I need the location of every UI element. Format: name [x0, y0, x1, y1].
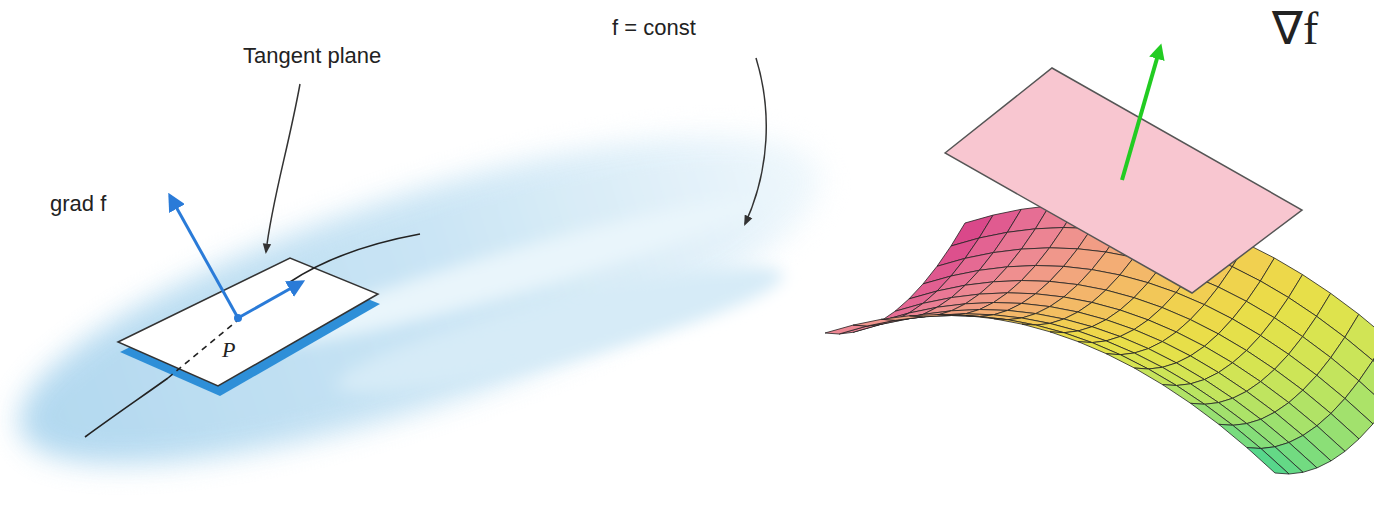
gradient-arrow: [1122, 48, 1160, 180]
plane-face: [118, 258, 378, 386]
mesh-cell: [1163, 385, 1205, 405]
tangent-plane: [118, 258, 380, 396]
leader-line: [266, 84, 300, 252]
callout-label: Tangent plane: [243, 44, 381, 68]
level-surface: [0, 70, 852, 529]
surface-mesh: [825, 205, 1374, 474]
vector-label: grad f: [50, 192, 106, 216]
vector-label: ∇f: [1272, 4, 1318, 55]
mesh-cell: [1022, 324, 1064, 333]
mesh-cell: [825, 325, 867, 334]
curve-on-surface: [85, 234, 420, 437]
gradient-arrow: [170, 196, 238, 318]
mesh-cell: [1191, 403, 1233, 425]
leader-line: [745, 58, 766, 224]
mesh-cell: [1050, 332, 1092, 343]
surface-label: f = const: [612, 16, 696, 40]
point-label: P: [222, 338, 235, 362]
mesh-cell: [853, 319, 895, 326]
mesh-cell: [1134, 368, 1176, 386]
mesh-cell: [1078, 342, 1120, 355]
tangent-arrow: [238, 282, 302, 318]
mesh-cell: [1247, 448, 1289, 474]
mesh-cell: [994, 319, 1036, 325]
mesh-cell: [1106, 354, 1148, 369]
point-dot: [234, 314, 242, 322]
tangent-plane: [945, 68, 1302, 293]
mesh-cell: [1219, 424, 1261, 448]
